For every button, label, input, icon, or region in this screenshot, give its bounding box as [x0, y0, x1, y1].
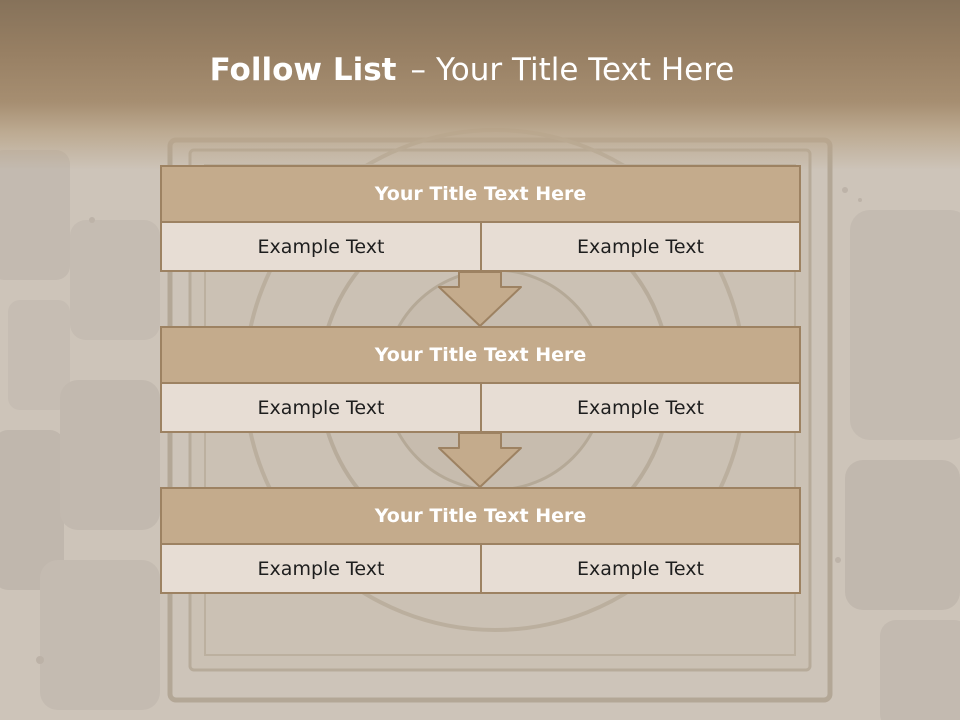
list-block-1: Your Title Text Here Example Text Exampl… — [160, 165, 801, 272]
title-band — [0, 0, 960, 170]
block-cell-right: Example Text — [480, 221, 801, 272]
block-cell-left: Example Text — [160, 543, 482, 594]
down-arrow-icon — [438, 271, 522, 327]
slide-title: Follow List–Your Title Text Here — [0, 52, 944, 88]
list-block-2: Your Title Text Here Example Text Exampl… — [160, 326, 801, 433]
slide-title-dash: – — [410, 52, 426, 88]
block-cell-left: Example Text — [160, 221, 482, 272]
block-cell-left: Example Text — [160, 382, 482, 433]
block-cell-right: Example Text — [480, 382, 801, 433]
down-arrow-icon — [438, 432, 522, 488]
slide-title-rest: Your Title Text Here — [435, 52, 735, 88]
list-block-3: Your Title Text Here Example Text Exampl… — [160, 487, 801, 594]
block-title: Your Title Text Here — [160, 165, 801, 223]
block-title: Your Title Text Here — [160, 487, 801, 545]
slide-title-bold: Follow List — [209, 52, 397, 88]
block-title: Your Title Text Here — [160, 326, 801, 384]
block-cell-right: Example Text — [480, 543, 801, 594]
